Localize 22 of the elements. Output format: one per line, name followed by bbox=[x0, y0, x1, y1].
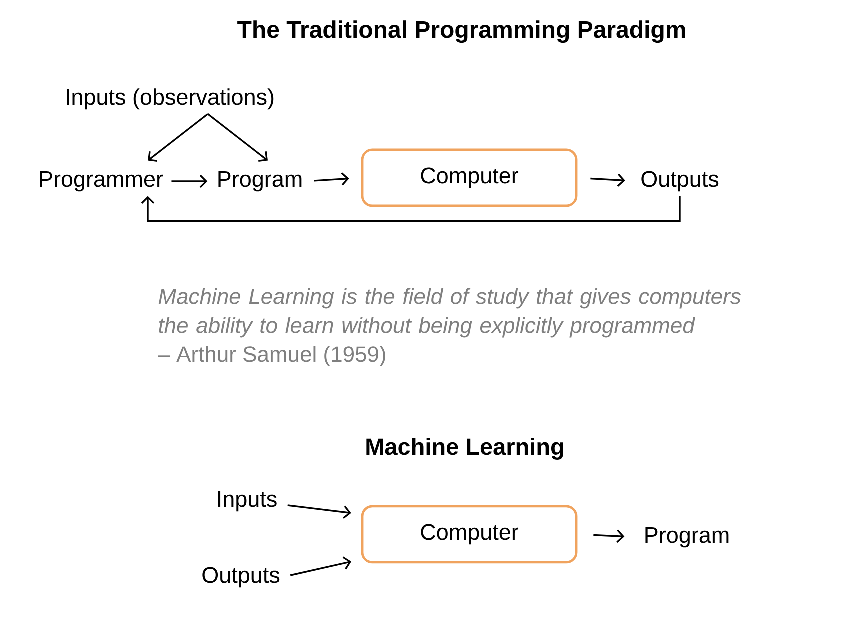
arrow bbox=[148, 114, 209, 162]
title: The Traditional Programming Paradigm bbox=[238, 20, 686, 44]
arrow bbox=[207, 114, 268, 162]
arrow bbox=[314, 172, 350, 186]
text-label: Outputs bbox=[202, 567, 280, 588]
text-label: Inputs bbox=[218, 492, 277, 512]
process-box: Computer bbox=[361, 505, 578, 564]
text-label: Program bbox=[646, 528, 729, 548]
arrow bbox=[590, 174, 626, 187]
quote-text: Machine Learning is the field of study that gives computers the ability to learn without being explicitly programmed bbox=[158, 288, 741, 338]
text-label: Inputs (observations) bbox=[67, 88, 274, 110]
process-box: Computer bbox=[361, 148, 578, 208]
text-label: Outputs bbox=[642, 171, 719, 192]
arrow bbox=[594, 530, 625, 543]
section-heading: Machine Learning bbox=[366, 438, 564, 460]
arrow bbox=[288, 504, 352, 520]
text-label: Programmer bbox=[40, 172, 164, 192]
quote-attribution: – Arthur Samuel (1959) bbox=[158, 346, 386, 367]
arrow bbox=[141, 196, 681, 222]
arrow bbox=[290, 556, 352, 576]
arrow bbox=[172, 174, 208, 188]
text-label: Program bbox=[218, 172, 302, 192]
